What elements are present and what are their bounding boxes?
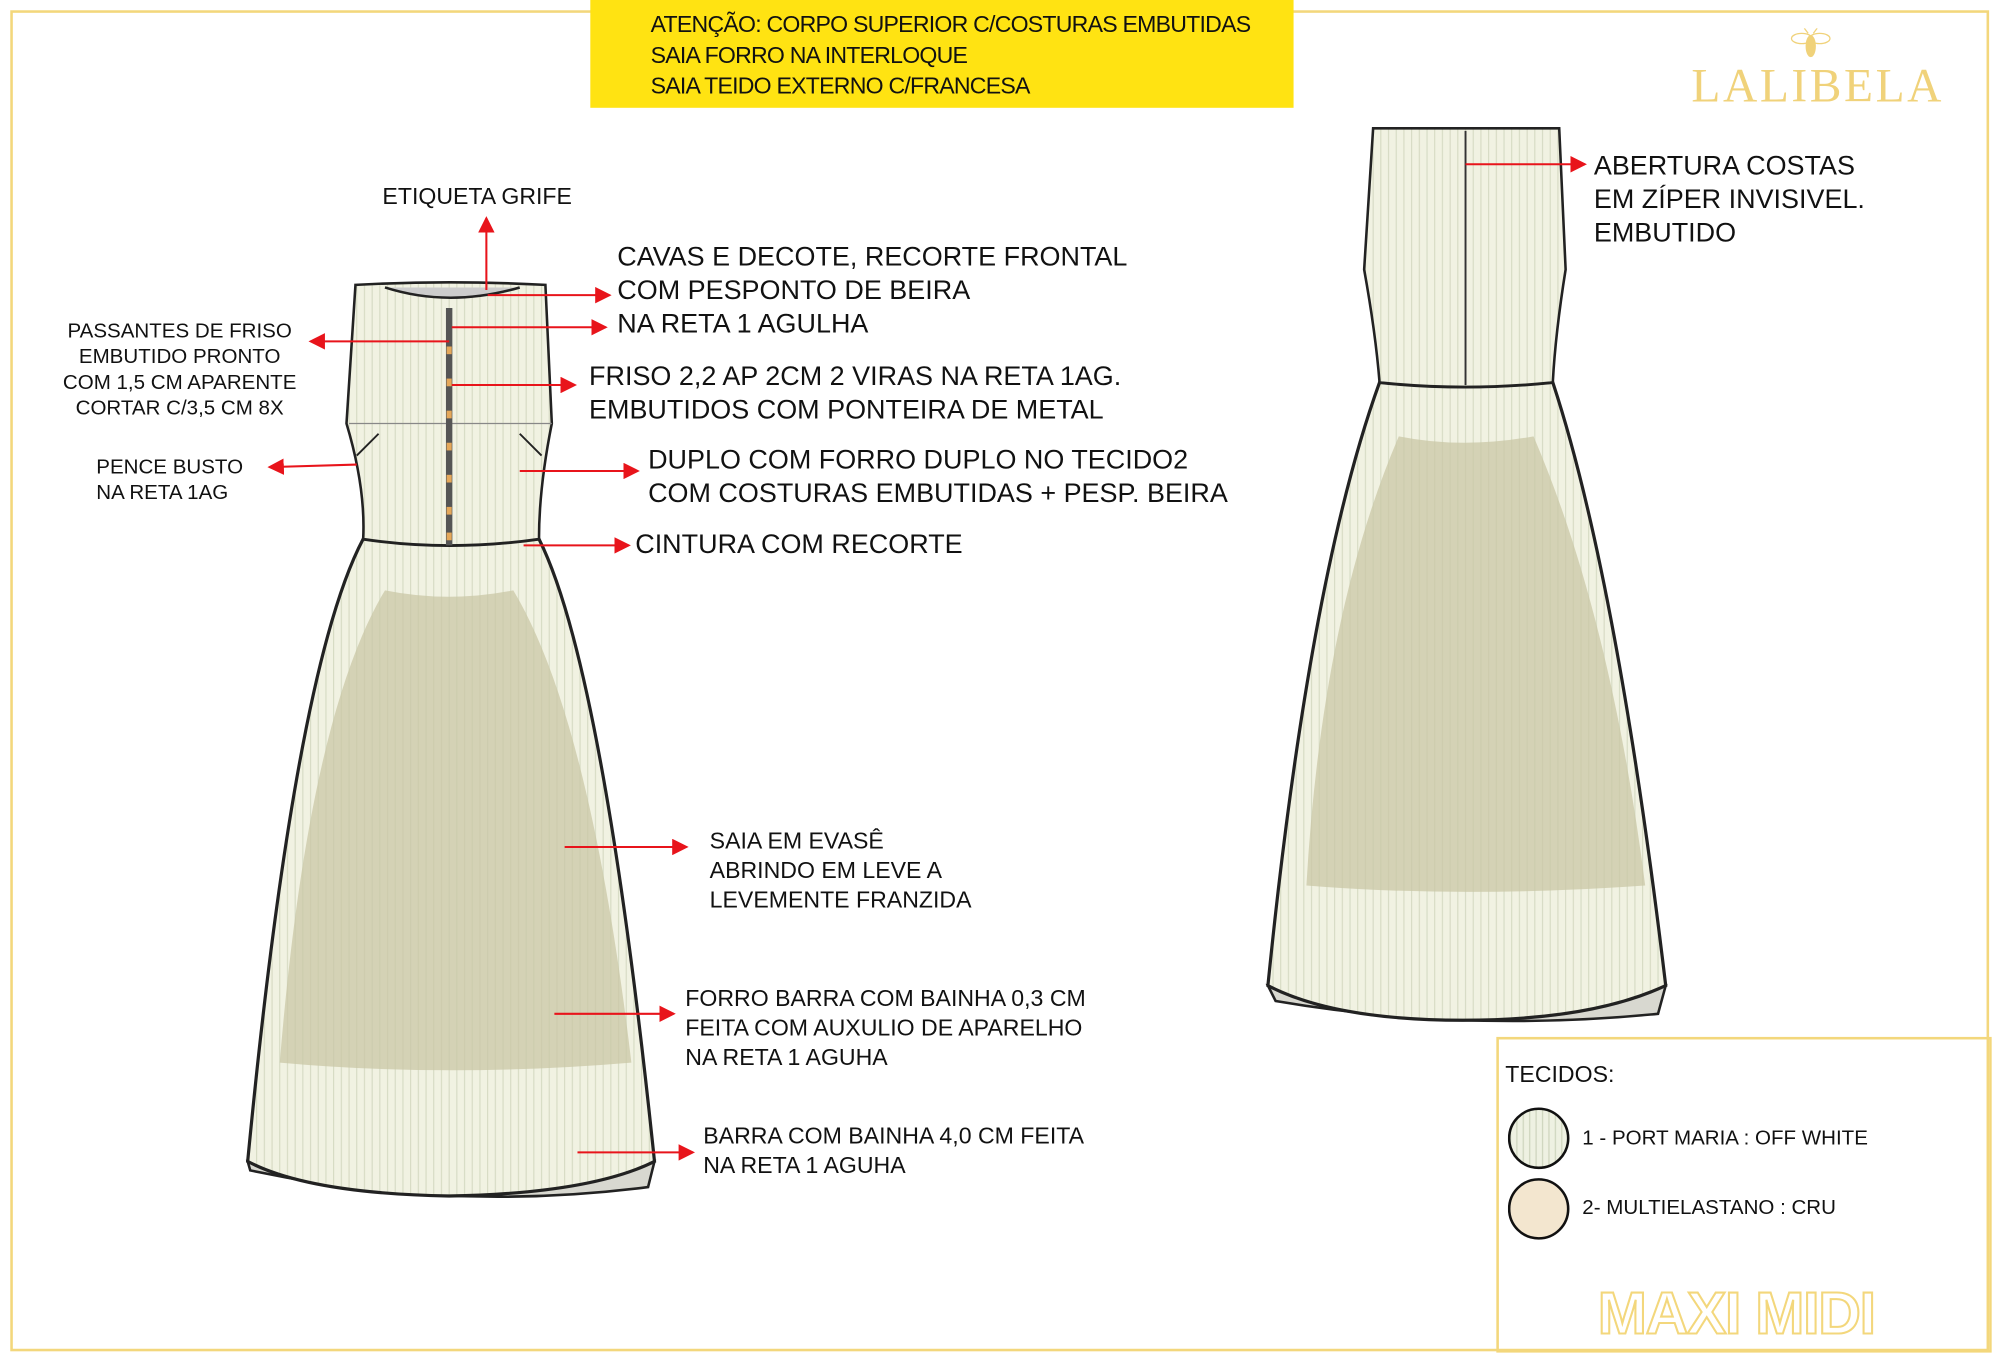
note-saia: SAIA EM EVASÊ ABRINDO EM LEVE A LEVEMENT… [710, 826, 972, 915]
brand-logo: LALIBELA [1691, 60, 1945, 113]
front-lining [279, 590, 632, 1071]
note-duplo: DUPLO COM FORRO DUPLO NO TECIDO2 COM COS… [648, 444, 1228, 511]
note-line: ABRINDO EM LEVE A [709, 857, 943, 883]
note-line: EMBUTIDO [1593, 218, 1737, 248]
note-pence: PENCE BUSTO NA RETA 1AG [96, 456, 243, 507]
annotation-arrows [267, 156, 1587, 1161]
note-line: SAIA EM EVASÊ [709, 827, 884, 854]
back-dress [1265, 127, 1668, 1023]
note-line: LEVEMENTE FRANZIDA [709, 886, 972, 913]
note-line: EM ZÍPER INVISIVEL. [1593, 184, 1865, 215]
note-abertura: ABERTURA COSTAS EM ZÍPER INVISIVEL. EMBU… [1594, 150, 1865, 250]
note-line: CORTAR C/3,5 CM 8X [75, 397, 284, 420]
note-line: ABERTURA COSTAS [1593, 151, 1855, 181]
note-line: COM PESPONTO DE BEIRA [617, 275, 971, 306]
note-line: FRISO 2,2 AP 2CM 2 VIRAS NA RETA 1AG. [589, 361, 1122, 392]
note-line: FORRO BARRA COM BAINHA 0,3 CM [685, 985, 1086, 1012]
note-line: NA RETA 1 AGUHA [685, 1044, 888, 1071]
fabric-swatch-2 [1507, 1178, 1570, 1240]
fabrics-title: TECIDOS: [1505, 1061, 1615, 1087]
note-line: DUPLO COM FORRO DUPLO NO TECIDO2 [648, 445, 1189, 475]
note-line: BARRA COM BAINHA 4,0 CM FEITA [703, 1122, 1085, 1149]
note-line: NA RETA 1 AGUHA [703, 1152, 906, 1179]
front-dress [245, 281, 657, 1199]
note-line: NA RETA 1AG [96, 482, 229, 505]
warning-banner: ATENÇÃO: CORPO SUPERIOR C/COSTURAS EMBUT… [590, 0, 1294, 108]
note-cavas: CAVAS E DECOTE, RECORTE FRONTAL COM PESP… [617, 241, 1127, 341]
note-line: CAVAS E DECOTE, RECORTE FRONTAL [617, 242, 1128, 273]
note-etiqueta: ETIQUETA GRIFE [382, 183, 572, 210]
note-passantes: PASSANTES DE FRISO EMBUTIDO PRONTO COM 1… [49, 320, 311, 423]
note-line: FEITA COM AUXULIO DE APARELHO [685, 1015, 1083, 1041]
note-line: PASSANTES DE FRISO [67, 320, 292, 343]
note-cintura: CINTURA COM RECORTE [635, 530, 963, 560]
fabric-swatch-1 [1507, 1107, 1570, 1170]
model-name: MAXI MIDI [1597, 1278, 1877, 1347]
note-line: COM COSTURAS EMBUTIDAS + PESP. BEIRA [648, 478, 1228, 509]
fabrics-panel [1496, 1036, 1992, 1353]
warning-line: SAIA TEIDO EXTERNO C/FRANCESA [650, 73, 1031, 99]
warning-line: ATENÇÃO: CORPO SUPERIOR C/COSTURAS EMBUT… [650, 11, 1251, 38]
note-friso: FRISO 2,2 AP 2CM 2 VIRAS NA RETA 1AG. EM… [589, 361, 1121, 428]
note-forro: FORRO BARRA COM BAINHA 0,3 CM FEITA COM … [685, 984, 1085, 1073]
note-line: EMBUTIDOS COM PONTEIRA DE METAL [589, 395, 1104, 425]
note-line: NA RETA 1 AGULHA [617, 309, 869, 339]
bee-icon [1790, 28, 1831, 58]
note-line: PENCE BUSTO [96, 456, 244, 479]
note-barra: BARRA COM BAINHA 4,0 CM FEITA NA RETA 1 … [703, 1122, 1084, 1181]
fabric-label-2: 2- MULTIELASTANO : CRU [1582, 1197, 1836, 1220]
note-line: EMBUTIDO PRONTO [78, 346, 281, 369]
note-line: COM 1,5 CM APARENTE [62, 372, 297, 394]
warning-line: SAIA FORRO NA INTERLOQUE [650, 42, 968, 69]
fabric-label-1: 1 - PORT MARIA : OFF WHITE [1582, 1128, 1868, 1150]
